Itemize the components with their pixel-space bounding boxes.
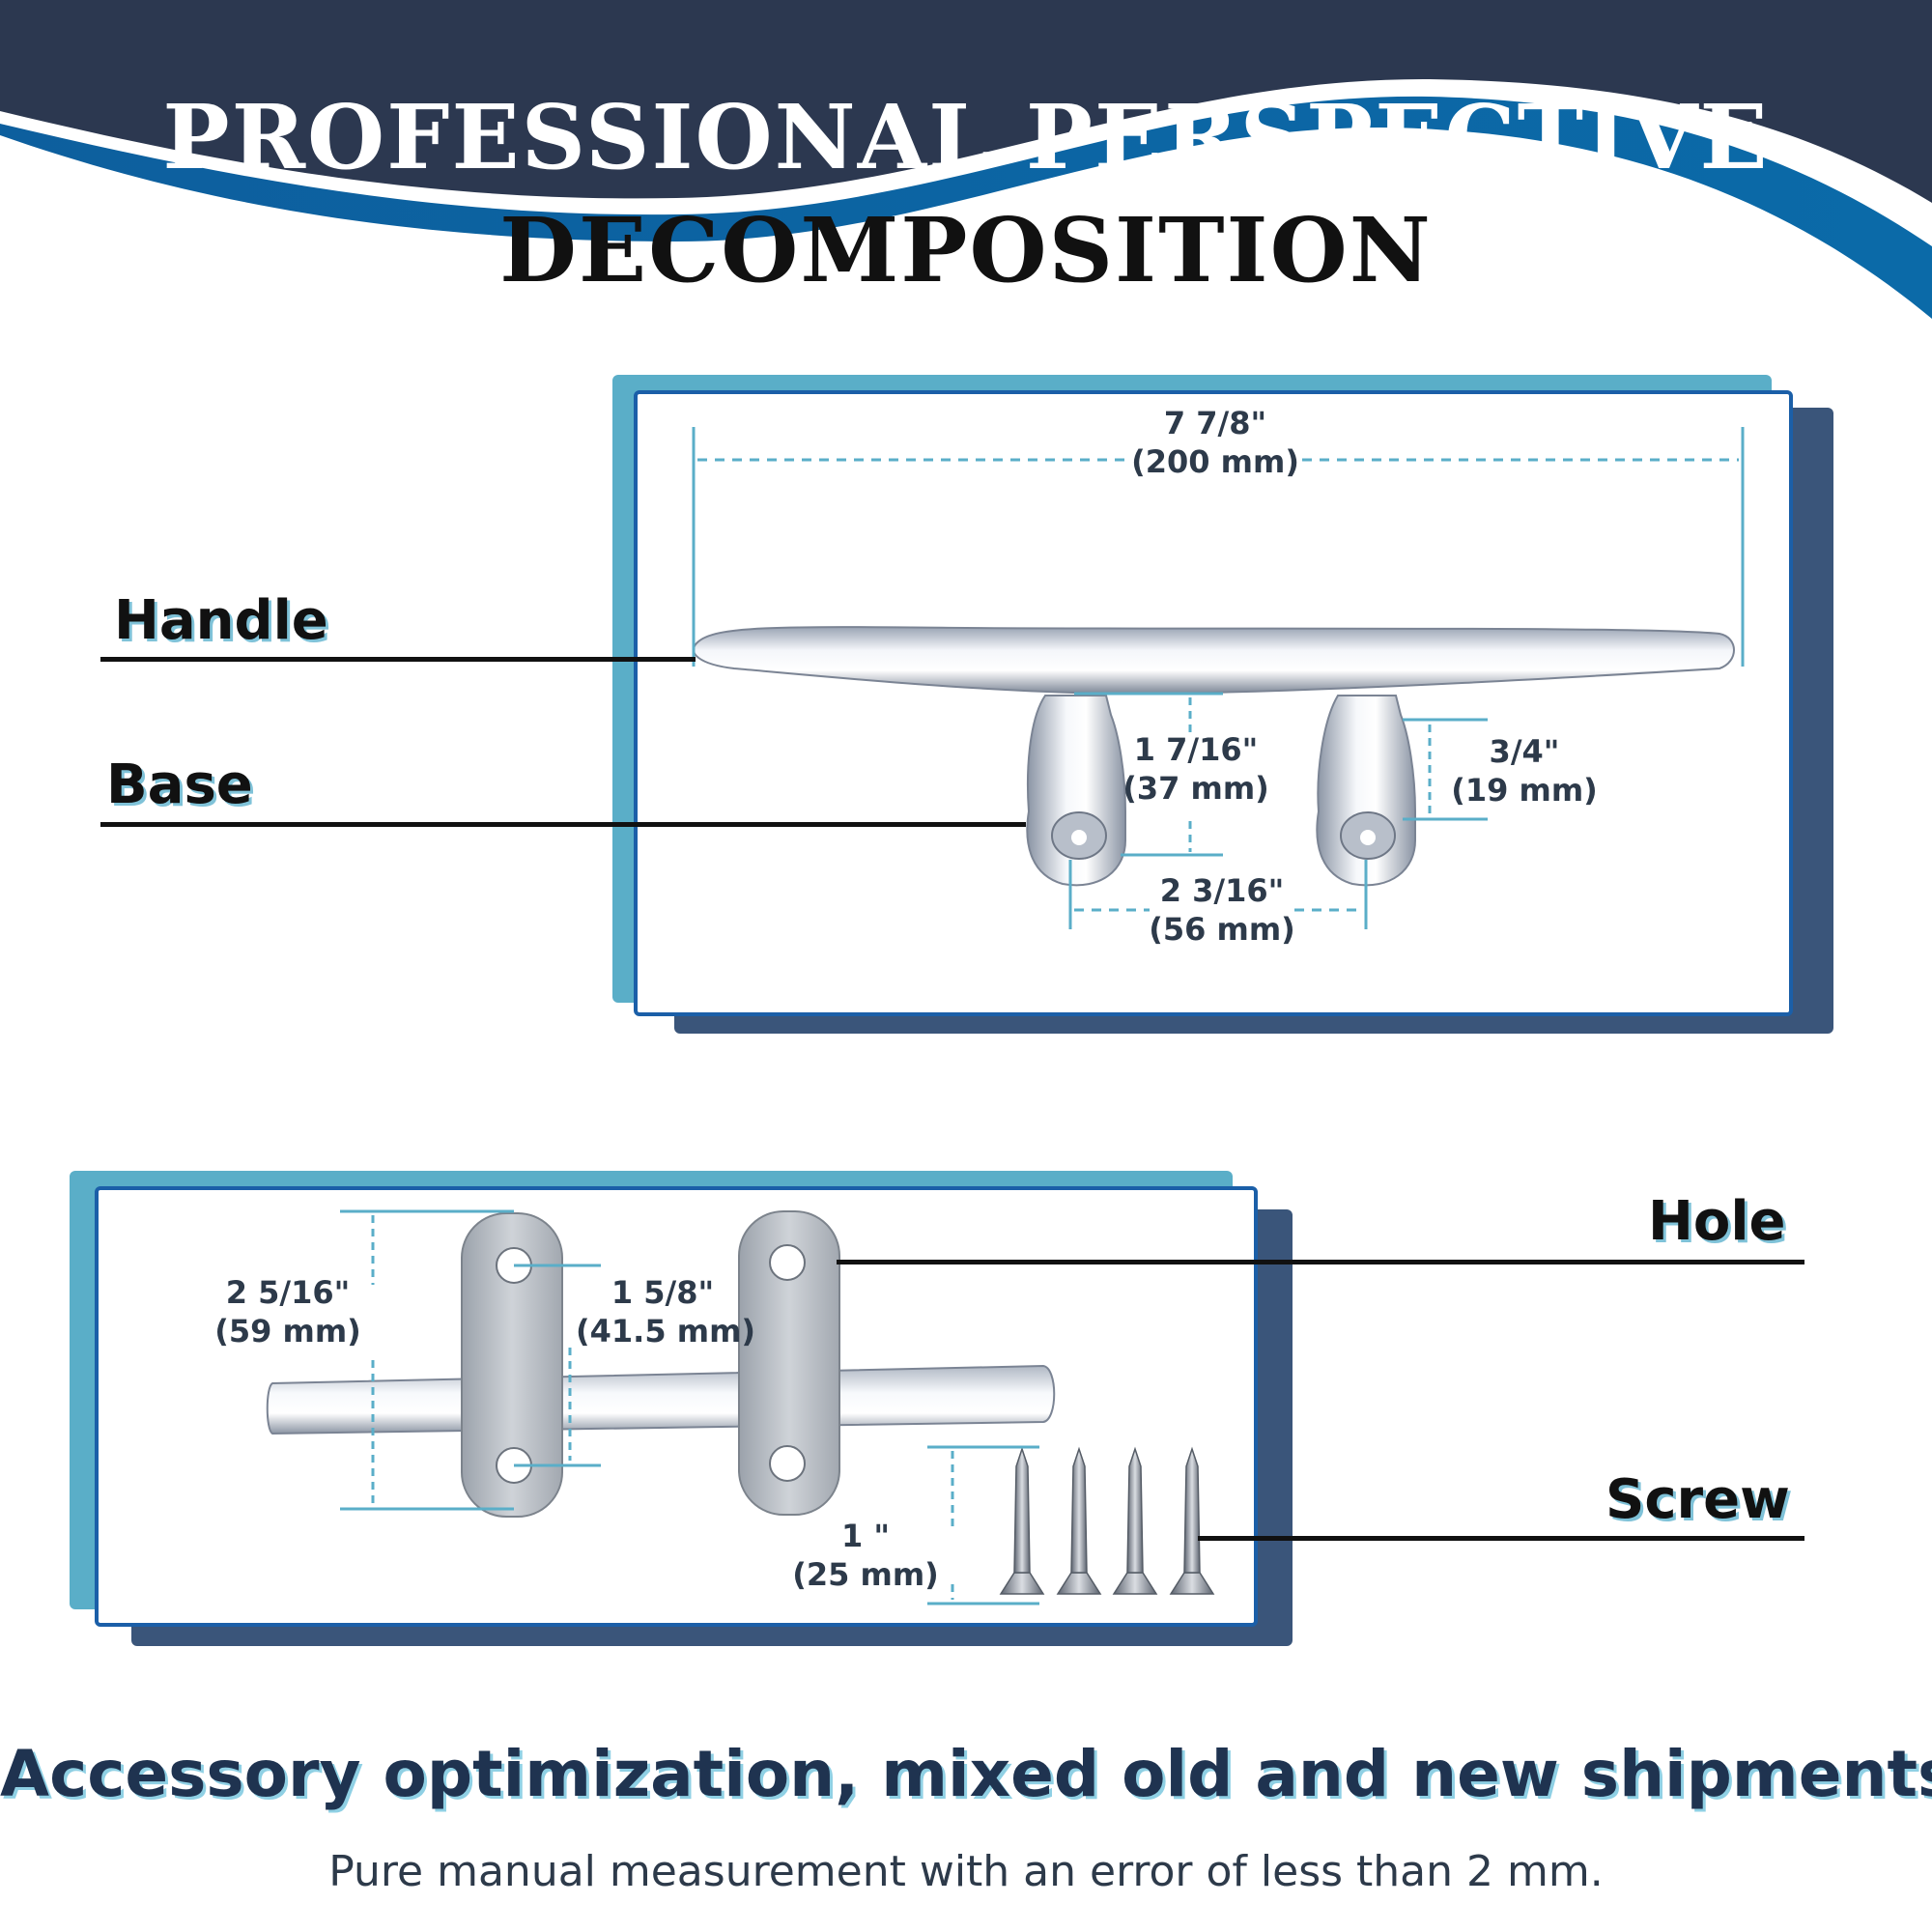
hole-spacing-dimension: 2 3/16" (56 mm): [1130, 871, 1314, 949]
handle-leader-line: [100, 657, 696, 662]
hole-distance-inch: 1 5/8": [611, 1274, 715, 1311]
screw-length-inch: 1 ": [840, 1518, 891, 1554]
base-height-mm: (19 mm): [1451, 772, 1598, 809]
base-length-dimension: 2 5/16" (59 mm): [193, 1273, 383, 1350]
base-length-mm: (59 mm): [214, 1313, 361, 1350]
handle-label: Handle: [114, 589, 328, 652]
header-wave-background: [0, 0, 1932, 319]
height-dimension: 1 7/16" (37 mm): [1109, 730, 1283, 808]
hole-spacing-inch: 2 3/16": [1159, 872, 1285, 909]
length-dimension: 7 7/8" (200 mm): [1119, 404, 1312, 481]
footer-tagline: Accessory optimization, mixed old and ne…: [0, 1737, 1932, 1811]
base-height-inch: 3/4": [1489, 733, 1560, 770]
hole-distance-dimension: 1 5/8" (41.5 mm): [576, 1273, 756, 1350]
hole-spacing-mm: (56 mm): [1149, 911, 1295, 948]
footer-note: Pure manual measurement with an error of…: [328, 1847, 1604, 1896]
screw-leader-line: [1198, 1536, 1804, 1541]
base-height-dimension: 3/4" (19 mm): [1447, 732, 1602, 810]
base-label: Base: [106, 753, 253, 816]
height-inch: 1 7/16": [1133, 731, 1259, 768]
screw-set: [999, 1446, 1215, 1595]
page-title-line1: PROFESSIONAL PERSPECTIVE: [162, 85, 1770, 189]
side-view-panel: [634, 390, 1793, 1016]
hole-label: Hole: [1648, 1190, 1786, 1253]
screw-length-dimension: 1 " (25 mm): [779, 1517, 952, 1594]
hole-leader-line: [837, 1260, 1804, 1264]
screw-label: Screw: [1605, 1468, 1790, 1531]
height-mm: (37 mm): [1122, 770, 1269, 807]
hole-distance-mm: (41.5 mm): [576, 1313, 756, 1350]
base-length-inch: 2 5/16": [225, 1274, 351, 1311]
screw-length-mm: (25 mm): [792, 1556, 939, 1593]
base-leader-line: [100, 822, 1026, 827]
length-inch: 7 7/8": [1163, 405, 1267, 441]
page-title-line2: DECOMPOSITION: [499, 198, 1433, 302]
length-mm: (200 mm): [1131, 443, 1299, 480]
